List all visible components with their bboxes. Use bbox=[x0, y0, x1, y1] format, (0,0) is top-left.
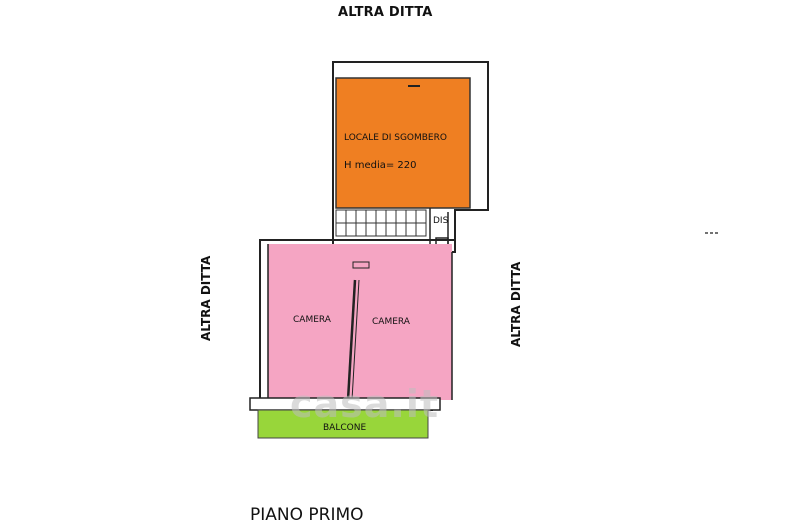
balcony-area bbox=[258, 410, 428, 438]
watermark-logo: casa.it bbox=[290, 382, 440, 426]
bedrooms-area bbox=[268, 244, 452, 400]
bedroom-partition-inner bbox=[351, 279, 360, 401]
neighbor-label-top: ALTRA DITTA bbox=[338, 5, 433, 20]
bedroom-partition bbox=[346, 279, 357, 401]
bedroom-right-label: CAMERA bbox=[372, 317, 410, 327]
wardrobe-mark bbox=[352, 261, 370, 269]
hall-label: DIS bbox=[433, 216, 449, 226]
neighbor-label-right: ALTRA DITTA bbox=[509, 261, 523, 347]
neighbor-label-left: ALTRA DITTA bbox=[199, 255, 213, 341]
storage-room-label: LOCALE DI SGOMBERO bbox=[344, 133, 447, 143]
storage-room-height: H media= 220 bbox=[344, 160, 417, 171]
floor-title: PIANO PRIMO bbox=[250, 505, 364, 525]
balcony-label: BALCONE bbox=[323, 423, 367, 433]
staircase bbox=[335, 209, 427, 237]
storage-room-inner-wall bbox=[335, 77, 471, 209]
balcony-outline bbox=[257, 409, 429, 439]
bedroom-left-label: CAMERA bbox=[293, 315, 331, 325]
storage-room-area bbox=[336, 78, 470, 208]
